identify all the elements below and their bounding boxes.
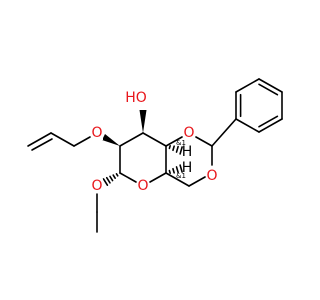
o-pyran-atom-label: O xyxy=(137,178,148,194)
ch2-vinyl-bond xyxy=(50,132,75,147)
hydroxyl-wedge-bond xyxy=(139,110,147,133)
o_ring_top-label-bg xyxy=(183,126,195,140)
o_allyl-label-bg xyxy=(91,126,103,140)
o-methoxy-atom-label: O xyxy=(91,178,102,194)
h-upper-atom-label: H xyxy=(182,144,193,160)
acetal-o2-ch2-bond xyxy=(188,176,206,187)
vinyl-double-bond-inner xyxy=(31,138,53,151)
allyl-oxy-wedge-bond xyxy=(102,134,120,146)
oxy-ch2-bond xyxy=(73,136,91,147)
h-lower-stereo-flag: &1 xyxy=(176,172,186,180)
o_methoxy-label-bg xyxy=(91,179,103,193)
ring-o-c1-bond xyxy=(119,172,137,183)
ch-phenyl-bond xyxy=(211,118,237,147)
ch2-c5-bond xyxy=(165,172,190,187)
c4-acetal-o-bond xyxy=(165,136,183,147)
ho-atom-label: HO xyxy=(125,90,147,106)
c2-c3-bond xyxy=(119,132,144,147)
h-lower-atom-label: H xyxy=(182,160,193,176)
o_acetal-label-bg xyxy=(206,169,218,183)
phenyl-bond-3 xyxy=(258,78,283,93)
methoxy-hashed-bond xyxy=(102,172,119,187)
phenyl-bond-5 xyxy=(258,118,283,133)
ho-label-bg xyxy=(124,90,148,106)
c5-ring-o-bond xyxy=(149,172,167,183)
h-lower-hashed-bond xyxy=(168,164,183,174)
phenyl-bond-2 xyxy=(235,78,260,93)
phenyl-bond-6 xyxy=(235,118,260,133)
c3-c4-bond xyxy=(142,132,167,147)
o-ring-top-atom-label: O xyxy=(183,125,194,141)
phenyl-inner-double-2 xyxy=(258,83,279,96)
h-upper-stereo-flag: &1 xyxy=(176,139,186,147)
o-allyl-atom-label: O xyxy=(91,125,102,141)
acetal-o-ch-bond xyxy=(195,136,213,147)
o-acetal-atom-label: O xyxy=(206,168,217,184)
o_pyran-label-bg xyxy=(137,179,149,193)
vinyl-double-bond-outer xyxy=(27,132,52,147)
phenyl-inner-double-3 xyxy=(258,115,279,128)
h-upper-hashed-bond xyxy=(168,145,183,155)
